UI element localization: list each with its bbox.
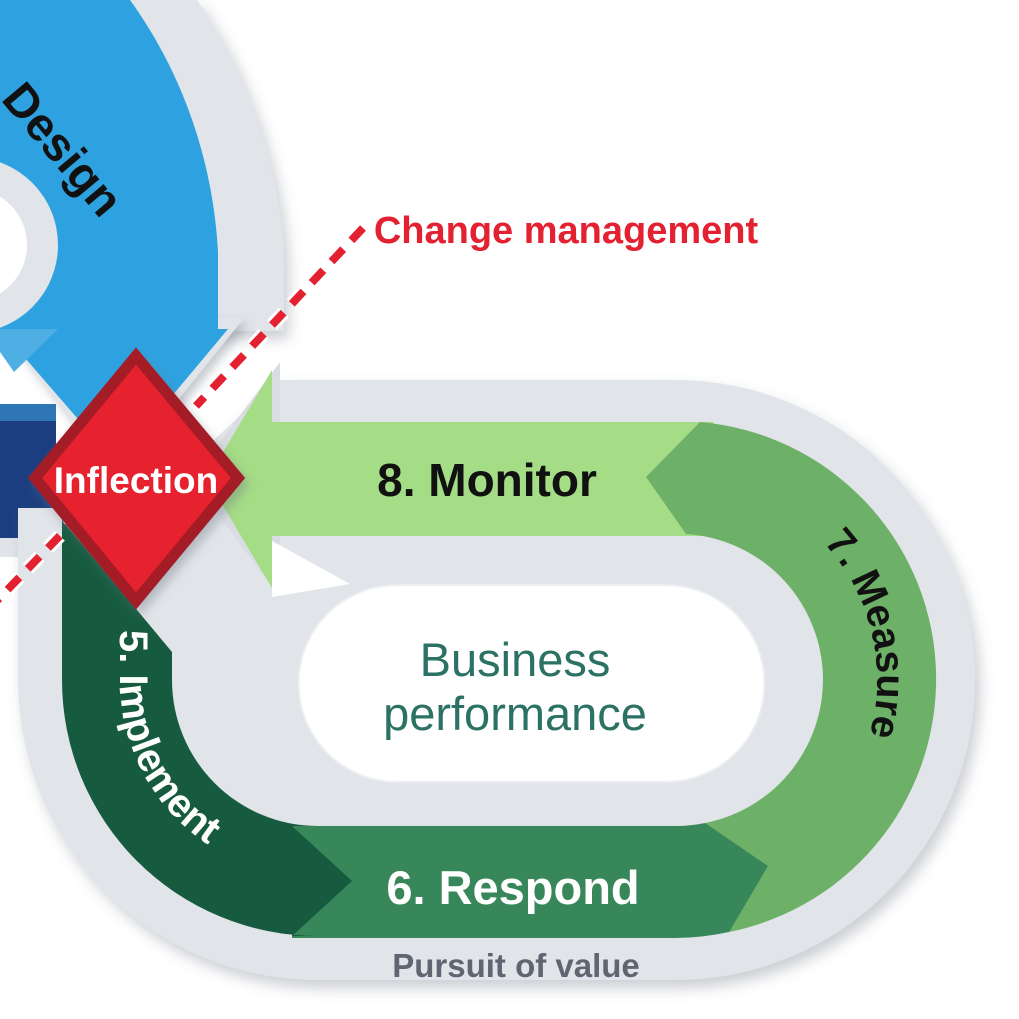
monitor-label: 8. Monitor: [377, 454, 597, 506]
callout-line-lower: [0, 512, 83, 604]
inflection-diamond: Inflection: [27, 347, 246, 610]
monitor-arrowhead-white-notch: [272, 541, 350, 597]
measure-band: [646, 422, 937, 932]
design-loop-inner-ring: [0, 162, 58, 328]
center-label-line2: performance: [383, 687, 647, 740]
monitor-band: [207, 370, 714, 588]
design-arrowhead-highlight: [0, 329, 58, 372]
center-label-line1: Business: [420, 633, 611, 686]
navy-band-top-edge: [0, 404, 56, 422]
implement-band: [62, 520, 352, 936]
inflection-label: Inflection: [54, 460, 218, 501]
callout-line-upper: [193, 225, 366, 409]
change-management-callout: Change management: [0, 210, 759, 608]
design-loop-inner-hole: [0, 196, 27, 294]
inflection-diamond-shape: [27, 347, 246, 610]
respond-label: 6. Respond: [386, 861, 639, 914]
loop-center-panel: [297, 584, 766, 783]
pursuit-of-value-caption: Pursuit of value: [392, 947, 640, 984]
performance-loop: 8. Monitor 7. Measure 6. Respond 5. Impl…: [18, 362, 975, 984]
respond-band: [292, 823, 768, 938]
change-management-label: Change management: [374, 210, 759, 252]
